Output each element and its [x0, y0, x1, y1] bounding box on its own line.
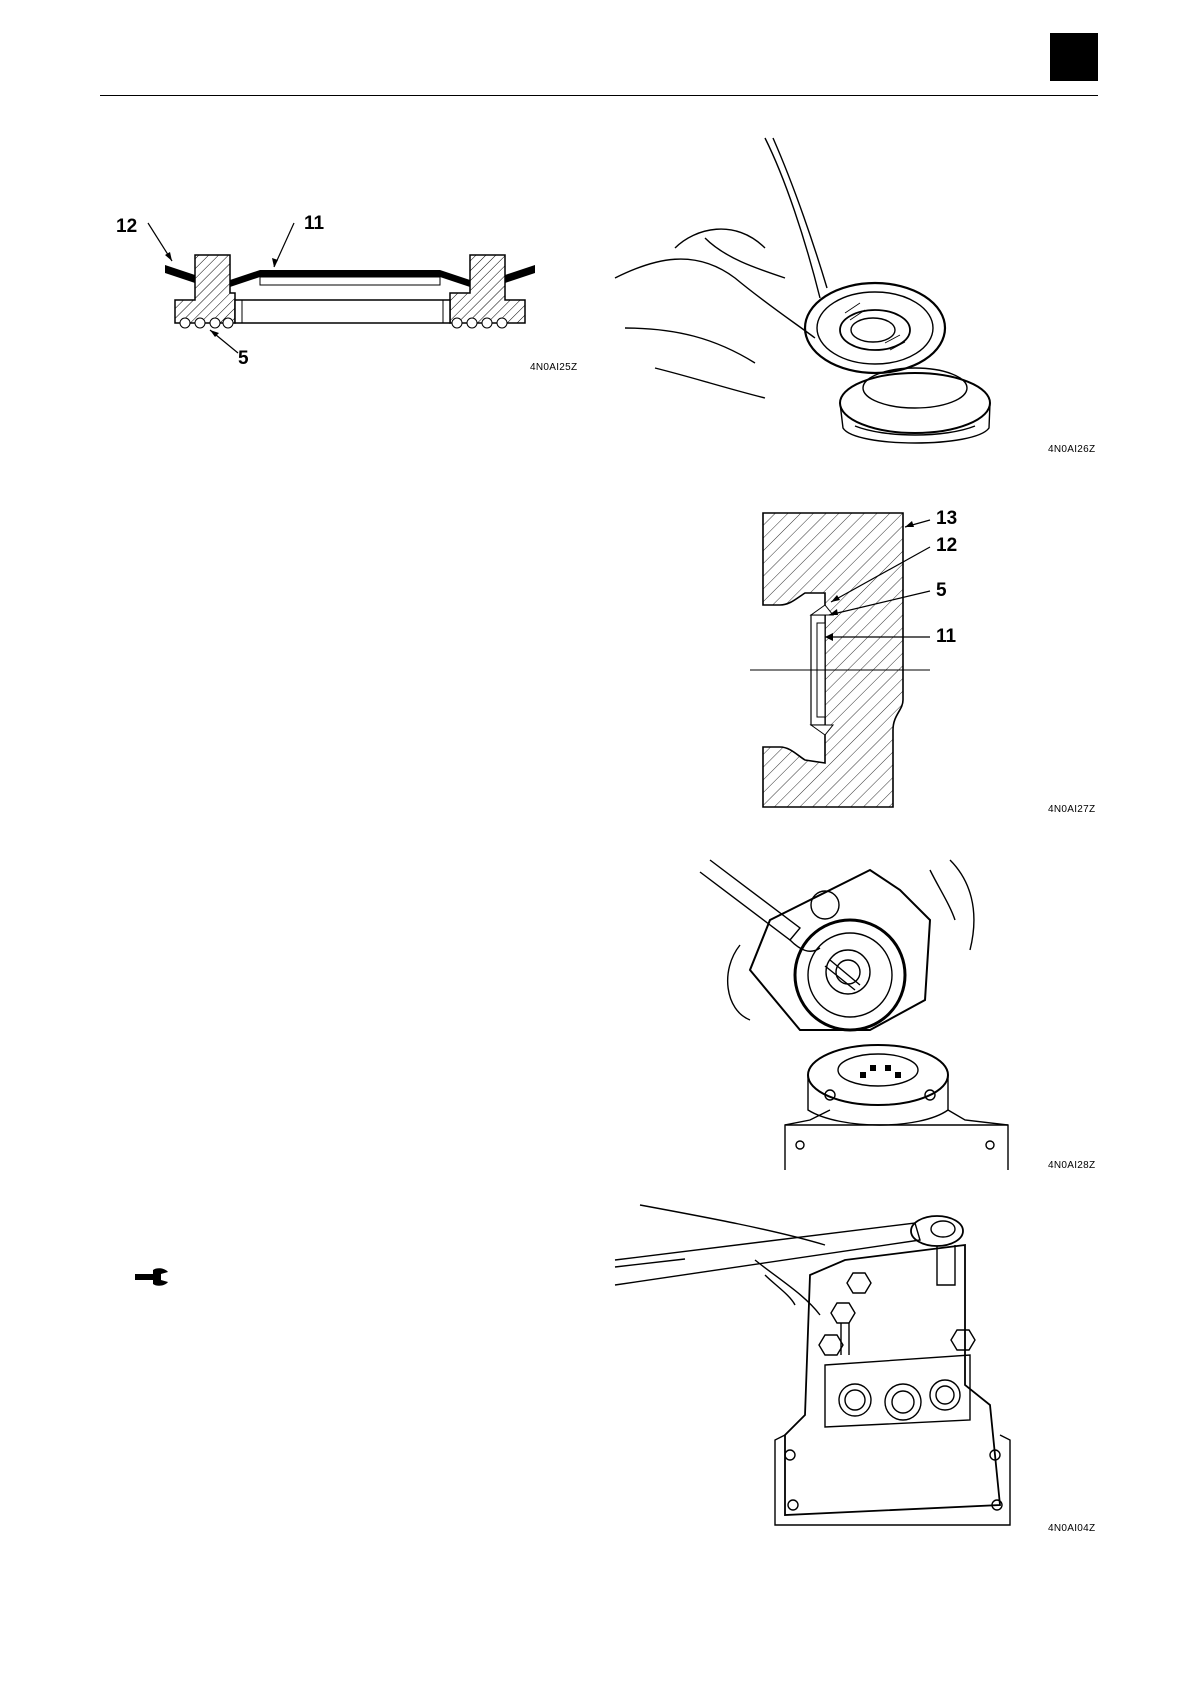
callout-5: 5 — [936, 580, 947, 602]
figure-5-code: 4N0AI04Z — [1048, 1523, 1095, 1534]
section-tab — [1050, 33, 1098, 81]
callout-13: 13 — [936, 508, 957, 530]
callout-11: 11 — [304, 213, 324, 235]
wrench-icon — [135, 1268, 169, 1286]
figure-4-code: 4N0AI28Z — [1048, 1160, 1095, 1171]
figure-3-housing-section — [745, 505, 1005, 815]
callout-12: 12 — [116, 216, 137, 238]
callout-11: 11 — [936, 626, 956, 648]
figure-2-hand-installing-seal — [615, 138, 1015, 458]
figure-4-housing-assembly — [700, 860, 1020, 1170]
header-rule — [100, 95, 1098, 96]
callout-12: 12 — [936, 535, 957, 557]
figure-2-code: 4N0AI26Z — [1048, 444, 1095, 455]
figure-1-code: 4N0AI25Z — [530, 362, 577, 373]
callout-5: 5 — [238, 348, 249, 370]
figure-5-torque-wrench — [615, 1205, 1025, 1535]
figure-1-seal-section — [110, 205, 570, 385]
figure-3-code: 4N0AI27Z — [1048, 804, 1095, 815]
